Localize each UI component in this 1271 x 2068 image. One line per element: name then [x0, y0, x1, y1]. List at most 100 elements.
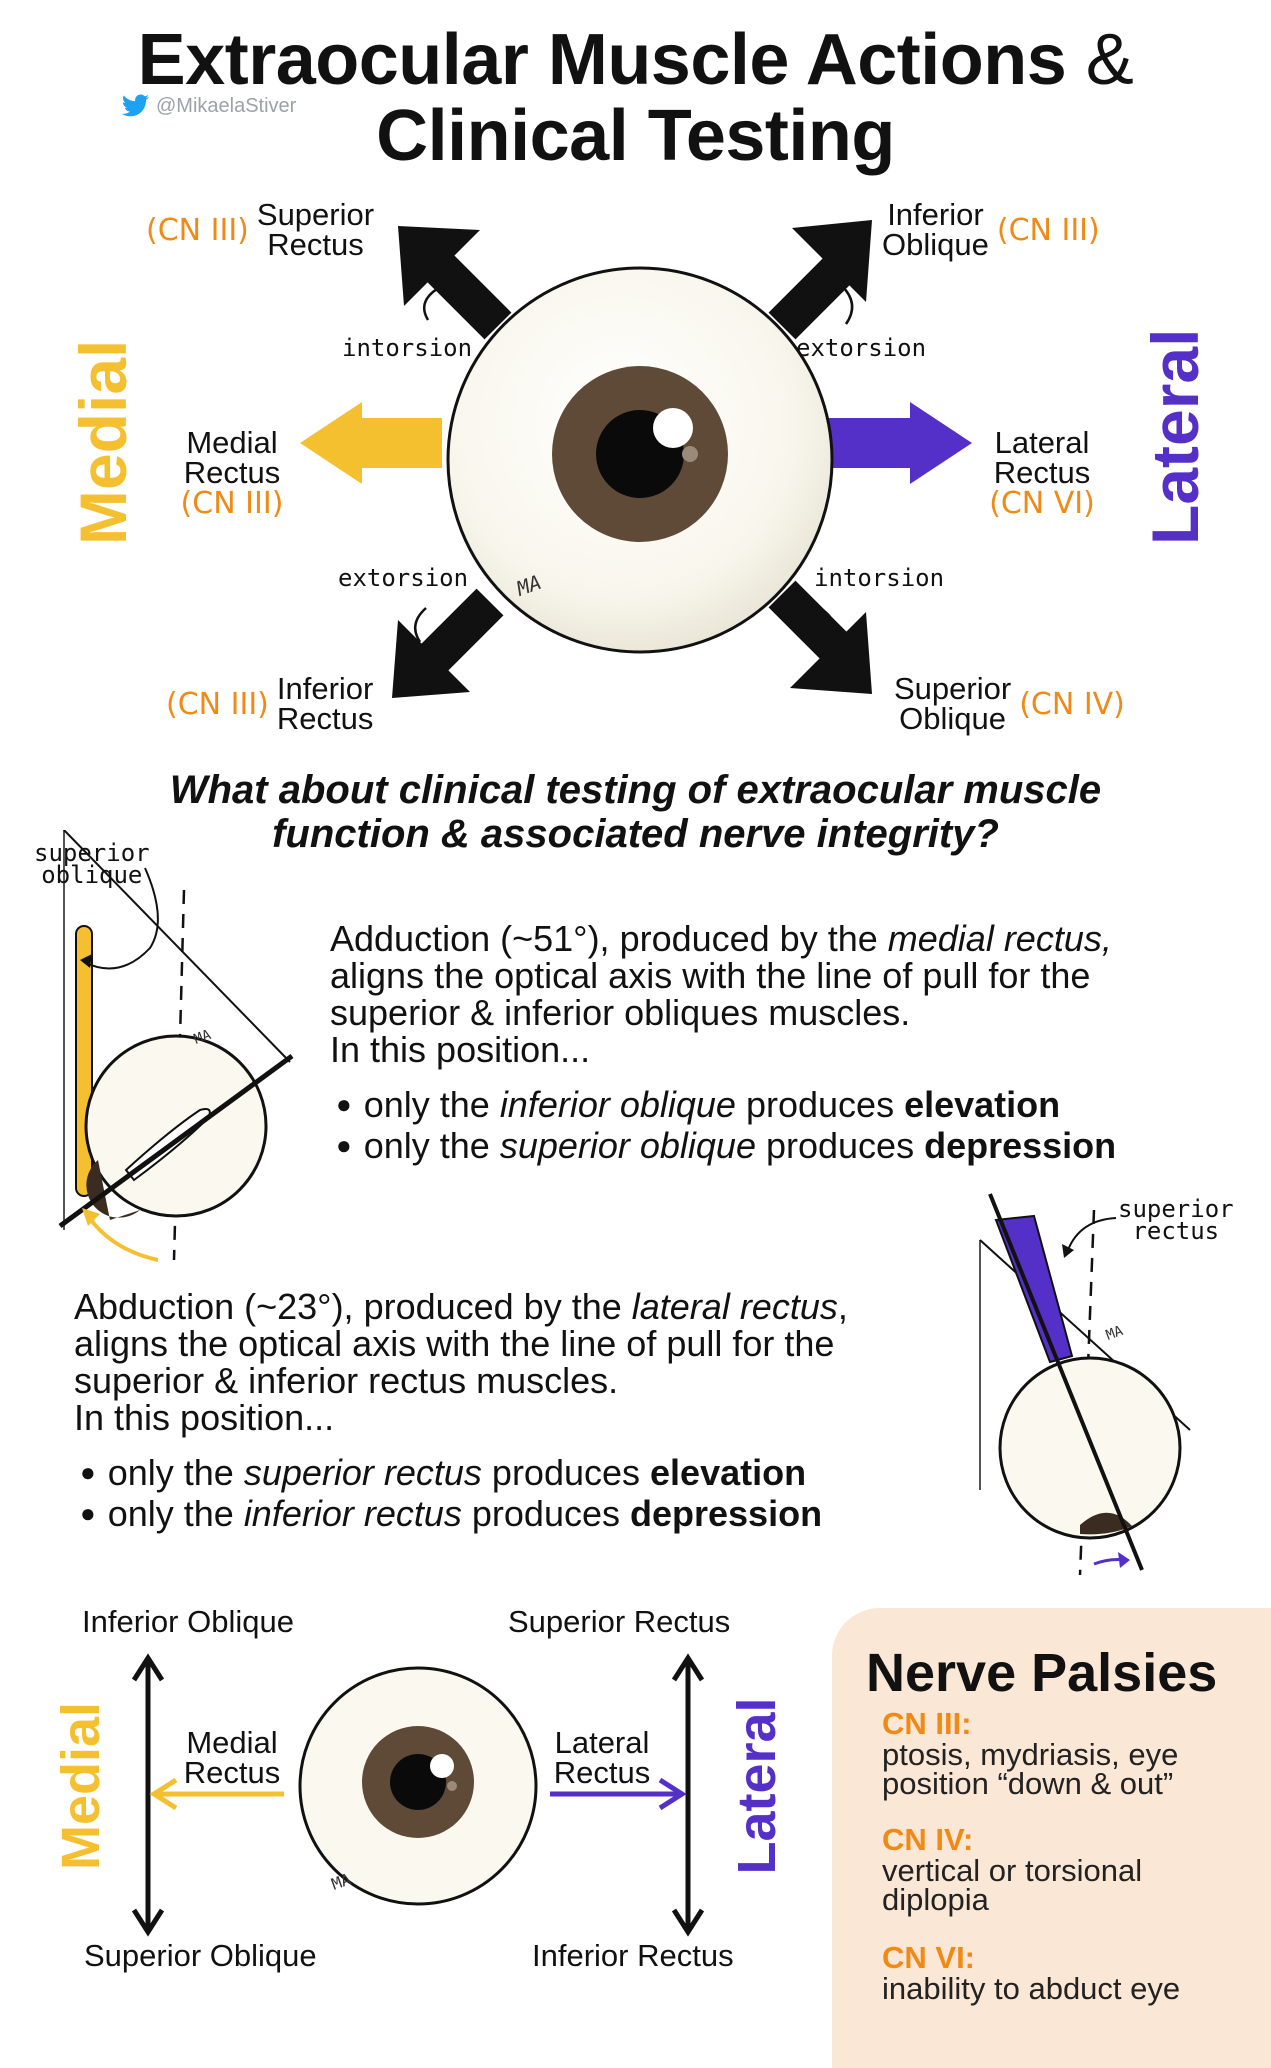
annotation-line1: superior	[1118, 1195, 1234, 1223]
palsy-cn6-heading: CN VI:	[882, 1940, 975, 1975]
abduction-text-em: lateral rectus	[631, 1286, 838, 1327]
annotation-line1: superior	[34, 839, 150, 867]
adduction-bullets: only the inferior oblique produces eleva…	[336, 1086, 1236, 1168]
lateral-vertical-arrow	[671, 1653, 705, 1937]
superior-rectus-torsion: intorsion	[342, 334, 473, 362]
abduction-bullets: only the superior rectus produces elevat…	[80, 1454, 980, 1536]
intorsion-curl-icon	[423, 284, 443, 321]
medial-rectus-arrow	[300, 402, 442, 484]
title-line-2: Clinical Testing	[376, 96, 895, 176]
signature: MA	[1104, 1323, 1126, 1344]
medial-rectus-test-arrow	[149, 1777, 284, 1811]
superior-oblique-nerve: (CN IV)	[1019, 686, 1125, 722]
eye-highlight	[653, 408, 693, 448]
adduction-paragraph: Adduction (~51°), produced by the medial…	[330, 920, 1230, 1068]
palsies-title: Nerve Palsies	[866, 1643, 1218, 1703]
annotation-line2: rectus	[1132, 1217, 1220, 1245]
adduction-text-line3: superior & inferior obliques muscles.	[330, 992, 911, 1033]
lateral-rectus-line1: Lateral	[994, 425, 1090, 460]
inferior-rectus-nerve: (CN III)	[166, 686, 269, 722]
adduction-arrow-icon	[86, 1214, 159, 1262]
eye-muscle-diagram: MA	[300, 220, 972, 698]
list-item: only the superior oblique produces depre…	[336, 1127, 1236, 1168]
abducted-eyeball	[998, 1356, 1182, 1540]
extorsion-curl-icon	[413, 607, 427, 643]
superior-oblique-line2: Oblique	[899, 701, 1007, 736]
superior-rectus-nerve: (CN III)	[146, 212, 249, 248]
test-eye-highlight	[430, 1754, 454, 1778]
adduction-text-line2: aligns the optical axis with the line of…	[330, 955, 1091, 996]
superior-oblique-annotation: superior oblique	[34, 839, 150, 889]
page-title: Extraocular Muscle Actions &	[0, 24, 1271, 96]
medial-rectus-nerve: (CN III)	[180, 486, 284, 521]
inferior-rectus-torsion: extorsion	[338, 564, 469, 592]
eye-highlight-small	[682, 446, 698, 462]
annotation-line2: oblique	[41, 861, 143, 889]
lateral-side-label: Lateral	[1138, 328, 1212, 545]
question-line1: What about clinical testing of extraocul…	[169, 768, 1102, 812]
lateral-rectus-line2: Rectus	[993, 455, 1091, 490]
adducted-iris	[86, 1160, 140, 1220]
inferior-oblique-nerve: (CN III)	[996, 212, 1100, 248]
nerve-palsies-panel: Nerve Palsies CN III: ptosis, mydriasis,…	[832, 1608, 1271, 2068]
test-lateral-rectus-label: Lateral Rectus	[553, 1725, 651, 1790]
test-medial-rectus-label: Medial Rectus	[183, 1725, 281, 1790]
reference-dashed-line	[1078, 1209, 1096, 1576]
signature: MA	[192, 1027, 214, 1048]
medial-vertical-arrow	[131, 1653, 165, 1937]
abduction-illustration: MA	[979, 1193, 1191, 1576]
lateral-rectus-nerve: (CN VI)	[989, 486, 1095, 521]
inferior-oblique-torsion: extorsion	[796, 334, 927, 362]
optical-axis	[58, 1053, 294, 1229]
list-item: only the superior rectus produces elevat…	[80, 1454, 980, 1495]
inferior-oblique-arrow	[768, 220, 872, 340]
superior-rectus-line1: Superior	[256, 197, 375, 232]
title-ampersand: &	[1085, 20, 1134, 100]
question-line2: function & associated nerve integrity?	[272, 812, 999, 856]
palsy-cn3-heading: CN III:	[882, 1706, 972, 1741]
abduction-text-line3: superior & inferior rectus muscles.	[74, 1360, 619, 1401]
list-item: only the inferior rectus produces depres…	[80, 1495, 980, 1536]
inferior-rectus-line1: Inferior	[276, 671, 374, 706]
test-inferior-oblique-label: Inferior Oblique	[82, 1604, 294, 1639]
medial-rectus-line2: Rectus	[183, 455, 281, 490]
palsy-cn4-heading: CN IV:	[882, 1822, 974, 1857]
abduction-text-line4: In this position...	[74, 1397, 335, 1438]
test-inferior-rectus-label: Inferior Rectus	[532, 1938, 734, 1973]
test-lateral-side-label: Lateral	[727, 1697, 787, 1875]
twitter-bird-icon	[121, 94, 149, 117]
superior-oblique-torsion: intorsion	[814, 564, 945, 592]
inferior-rectus-line2: Rectus	[276, 701, 374, 736]
adduction-text-p1: Adduction (~51°), produced by the	[330, 918, 888, 959]
superior-oblique-arrow	[768, 580, 872, 694]
title-line-1: Extraocular Muscle Actions	[137, 20, 1067, 100]
adduction-text-line4: In this position...	[330, 1029, 591, 1070]
clinical-question: What about clinical testing of extraocul…	[0, 768, 1271, 856]
lateral-rectus-arrow	[828, 402, 972, 484]
extorsion-curl-icon	[841, 285, 854, 325]
inferior-oblique-line2: Oblique	[882, 227, 989, 262]
inferior-oblique-line1: Inferior	[887, 197, 984, 232]
abduction-text-line2: aligns the optical axis with the line of…	[74, 1323, 835, 1364]
superior-rectus-arrow	[398, 226, 512, 340]
medial-rectus-line1: Medial	[186, 425, 278, 460]
test-medial-side-label: Medial	[51, 1701, 111, 1871]
medial-side-label: Medial	[66, 339, 140, 545]
reference-dashed-line	[172, 889, 186, 1261]
superior-oblique-line1: Superior	[894, 671, 1012, 706]
abduction-paragraph: Abduction (~23°), produced by the latera…	[74, 1286, 848, 1438]
medial-rectus-label: Medial Rectus (CN III)	[172, 425, 292, 521]
adduction-illustration: MA	[58, 830, 294, 1262]
adduction-text-em: medial rectus,	[887, 918, 1112, 959]
clinical-testing-diagram: MA	[131, 1653, 705, 1937]
palsy-cn6-text: inability to abduct eye	[882, 1971, 1181, 2006]
lateral-rectus-test-arrow	[550, 1777, 687, 1811]
trochlea-line	[63, 830, 291, 1063]
superior-rectus-annotation: superior rectus	[1118, 1195, 1234, 1245]
